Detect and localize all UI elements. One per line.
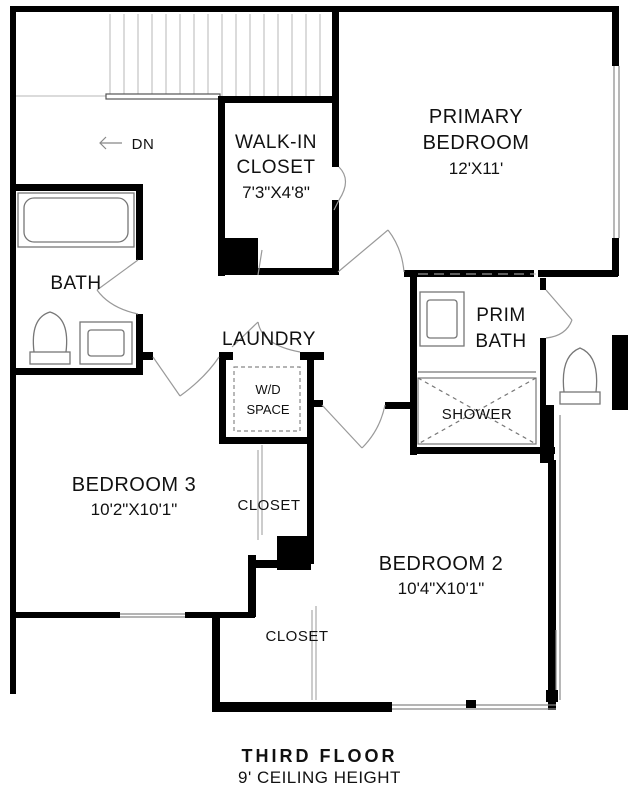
corner-post	[546, 690, 558, 702]
staircase	[14, 14, 321, 97]
down-arrow-icon	[99, 136, 122, 150]
prim-toilet-icon	[559, 347, 601, 405]
wd-space-name-line1: W/D	[255, 382, 280, 397]
primary-bedroom-name-line2: BEDROOM	[423, 132, 530, 154]
floor-subtitle: 9' CEILING HEIGHT	[238, 768, 401, 787]
laundry-name: LAUNDRY	[222, 329, 316, 350]
walk-in-closet-name-line1: WALK-IN	[235, 132, 317, 153]
primary-bedroom-dims: 12'X11'	[449, 159, 503, 178]
bedroom2-dims: 10'4"X10'1"	[398, 579, 485, 598]
prim-bath-name-line1: PRIM	[476, 305, 526, 326]
bedroom2-closet-name: CLOSET	[265, 628, 328, 645]
walk-in-closet-name-line2: CLOSET	[236, 157, 315, 178]
prim-sink-icon	[419, 291, 465, 347]
prim-bath-name-line2: BATH	[475, 331, 526, 352]
floor-title: THIRD FLOOR	[241, 746, 398, 766]
sink-icon	[79, 321, 133, 365]
stairs-down-label: DN	[132, 136, 155, 153]
primary-bedroom-name-line1: PRIMARY	[429, 106, 523, 128]
wd-space-box	[233, 366, 301, 432]
window-mullion	[466, 700, 476, 708]
walk-in-closet-dims: 7'3"X4'8"	[242, 183, 310, 202]
closet-sliding-doors	[257, 445, 317, 700]
wd-space-name-line2: SPACE	[246, 402, 289, 417]
bedroom3-name: BEDROOM 3	[72, 474, 197, 496]
shower-stall	[417, 371, 537, 445]
bath-name: BATH	[50, 273, 101, 294]
bathtub	[17, 192, 135, 248]
stair-rail	[105, 93, 221, 100]
shower-name: SHOWER	[442, 406, 513, 423]
toilet-icon	[29, 311, 71, 365]
doors	[96, 166, 573, 449]
bedroom3-dims: 10'2"X10'1"	[91, 500, 178, 519]
bedroom3-closet-name: CLOSET	[237, 497, 300, 514]
bedroom2-name: BEDROOM 2	[379, 553, 504, 575]
